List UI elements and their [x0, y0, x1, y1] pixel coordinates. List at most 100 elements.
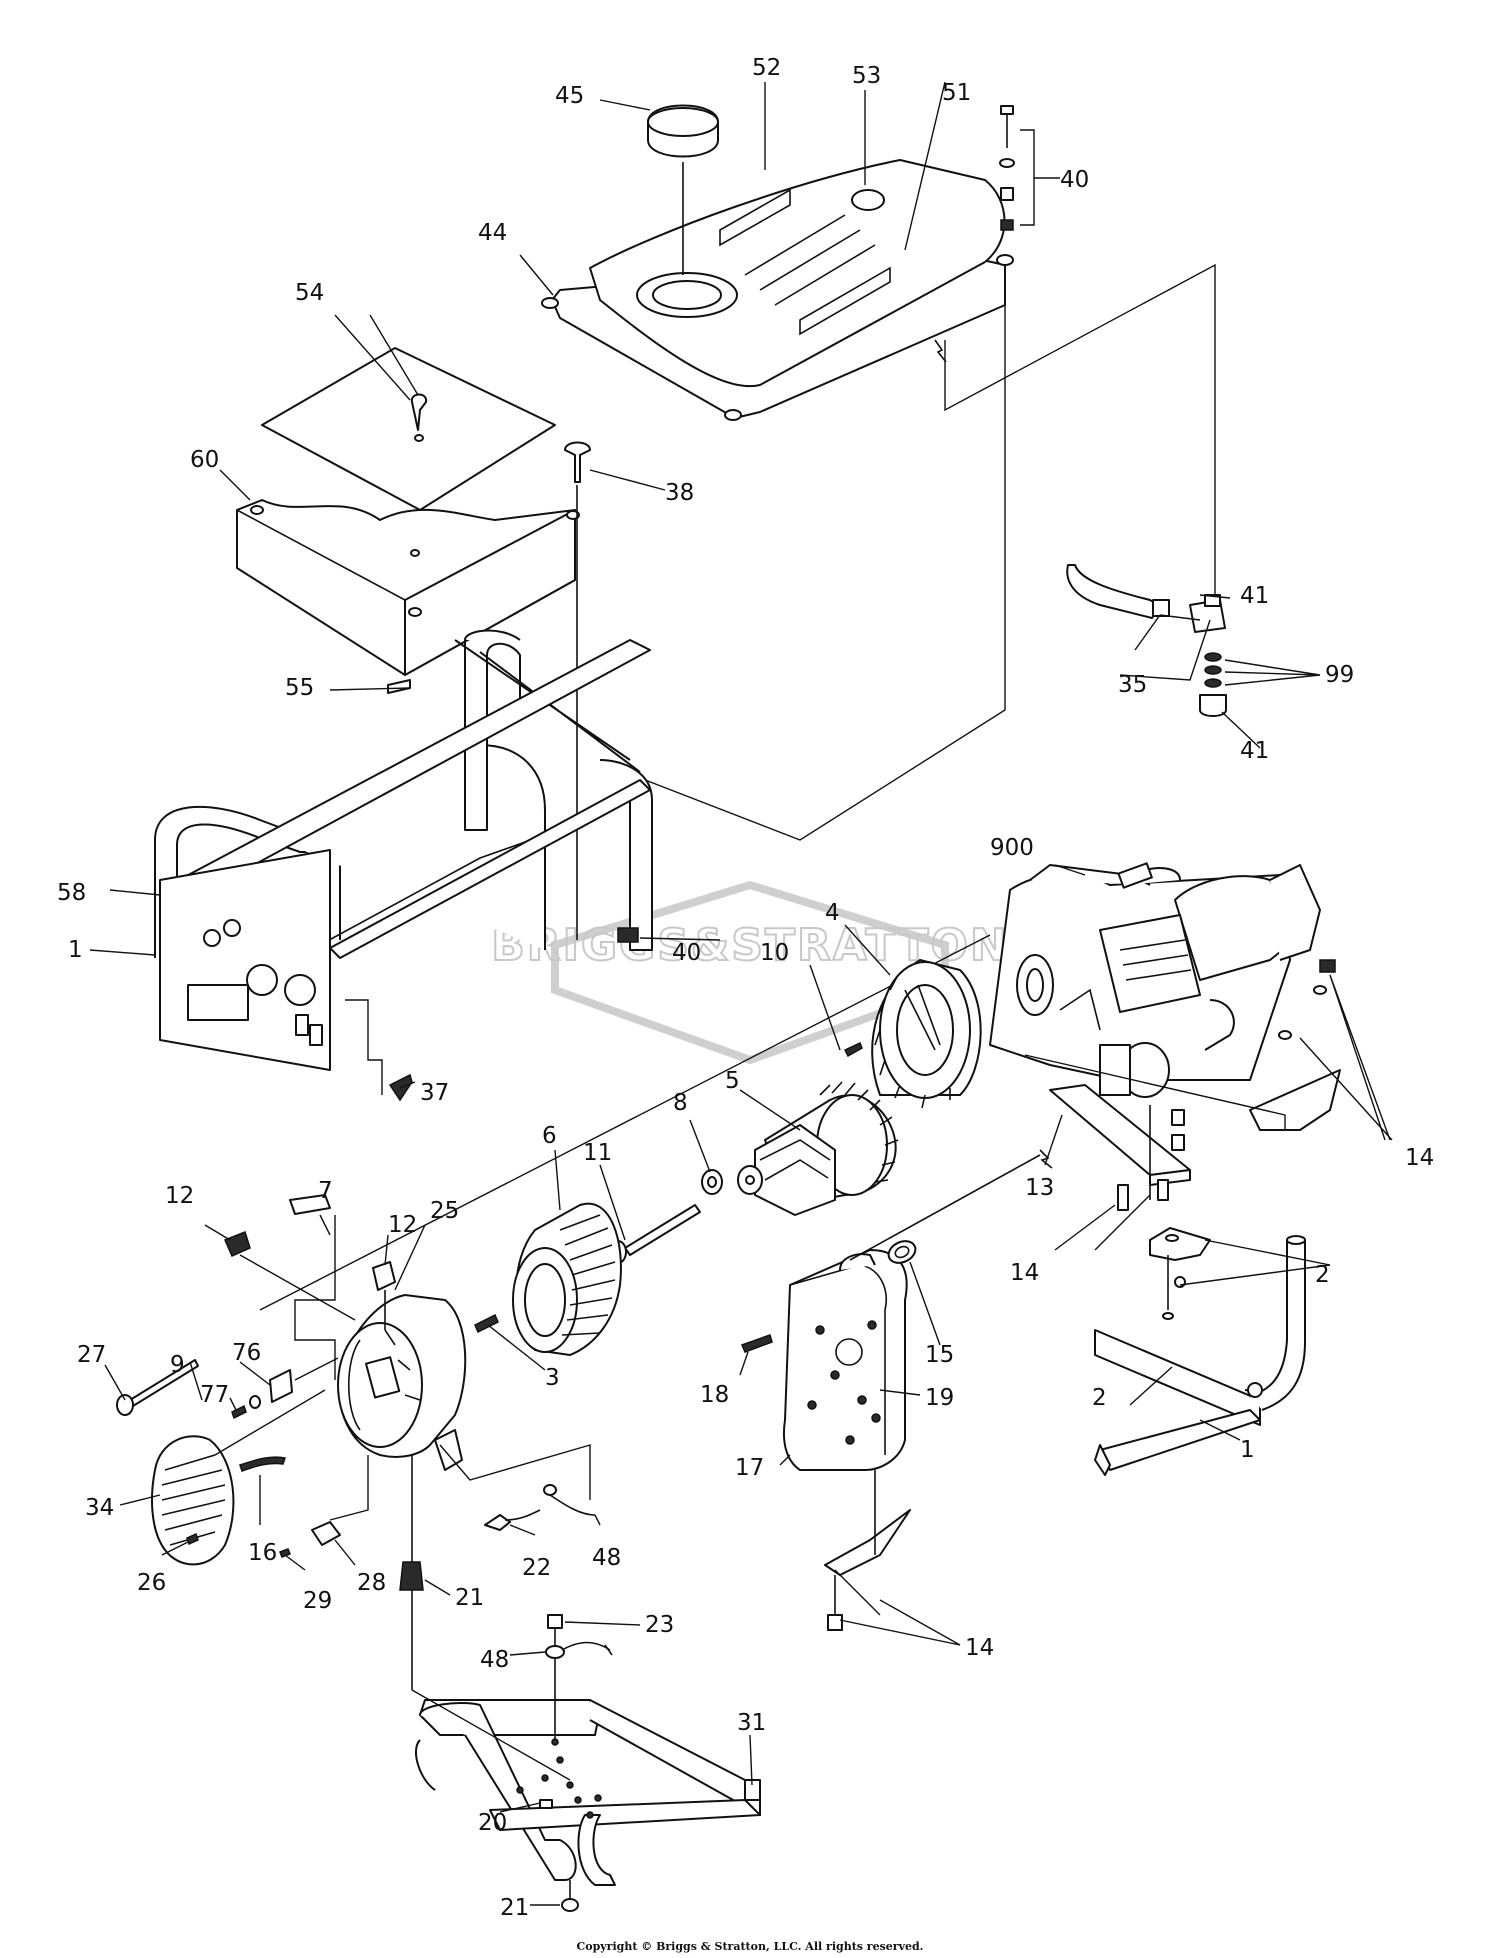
callout-29: 29 [303, 1588, 332, 1614]
callout-48-lower: 48 [480, 1647, 509, 1673]
exhaust-gasket [887, 1240, 917, 1264]
stator-stud [474, 1313, 499, 1334]
muffler-screw [740, 1334, 773, 1353]
wire-clip-top [372, 1261, 396, 1330]
callout-55: 55 [285, 675, 314, 701]
bracket-screw [279, 1548, 291, 1558]
callout-40-top: 40 [1060, 167, 1089, 193]
callout-19: 19 [925, 1385, 954, 1411]
callout-31: 31 [737, 1710, 766, 1736]
callout-41-lower: 41 [1240, 738, 1269, 764]
callout-22: 22 [522, 1555, 551, 1581]
callout-38: 38 [665, 480, 694, 506]
callout-41-upper: 41 [1240, 583, 1269, 609]
callout-77: 77 [200, 1382, 229, 1408]
bracket-28 [311, 1455, 369, 1546]
engine-mount-bolts [1117, 1109, 1185, 1211]
ground-wire [439, 1444, 596, 1531]
rubber-mount-upper [399, 1455, 424, 1690]
fuel-cap [647, 104, 719, 275]
callout-51: 51 [942, 80, 971, 106]
callout-numbers: 45 52 53 51 40 44 54 60 38 41 35 99 41 5… [57, 55, 1434, 1921]
callout-45: 45 [555, 83, 584, 109]
callout-13: 13 [1025, 1175, 1054, 1201]
muffler-bracket [824, 1470, 911, 1631]
callout-6: 6 [542, 1123, 557, 1149]
callout-900: 900 [990, 835, 1034, 861]
callout-1-left: 1 [68, 937, 83, 963]
callout-17: 17 [735, 1455, 764, 1481]
copyright-notice: Copyright © Briggs & Stratton, LLC. All … [576, 1940, 924, 1953]
ground-wire-lower [545, 1641, 613, 1659]
wire-harness [239, 1456, 286, 1472]
callout-10: 10 [760, 940, 789, 966]
callout-2-upper: 2 [1315, 1262, 1330, 1288]
callout-23: 23 [645, 1612, 674, 1638]
end-cover [151, 1435, 235, 1566]
callout-99: 99 [1325, 662, 1354, 688]
callout-54: 54 [295, 280, 324, 306]
callout-76: 76 [232, 1340, 261, 1366]
callout-1-right: 1 [1240, 1437, 1255, 1463]
through-bolt [116, 1359, 199, 1416]
rotor [737, 1081, 899, 1216]
callout-34: 34 [85, 1495, 114, 1521]
callout-12-left: 12 [165, 1183, 194, 1209]
muffler [782, 1249, 908, 1471]
callout-20: 20 [478, 1810, 507, 1836]
callout-14-lower: 14 [965, 1635, 994, 1661]
frame-nut [617, 927, 639, 943]
callout-16: 16 [248, 1540, 277, 1566]
callout-48-mid: 48 [592, 1545, 621, 1571]
callout-11: 11 [583, 1140, 612, 1166]
fuel-tank [541, 159, 1014, 421]
fan-screw [843, 1041, 863, 1058]
callout-14-right: 14 [1405, 1145, 1434, 1171]
callout-4: 4 [825, 900, 840, 926]
generator-frame [154, 629, 653, 1095]
callout-21-upper: 21 [455, 1585, 484, 1611]
cover-screw-small [186, 1532, 199, 1546]
callout-40-frame: 40 [672, 940, 701, 966]
callout-26: 26 [137, 1570, 166, 1596]
fuel-valve [1066, 564, 1227, 717]
engine [989, 862, 1321, 1098]
rear-bearing-carrier [337, 1294, 467, 1471]
callout-53: 53 [852, 63, 881, 89]
cover-screw [564, 441, 591, 940]
engine-bracket-right [1249, 959, 1341, 1131]
frame-rail-right [1094, 1235, 1306, 1476]
washer [701, 1169, 723, 1195]
control-panel-cover [236, 347, 580, 676]
wheel-handle-base [411, 1689, 761, 1886]
receptacle-cover [289, 1194, 336, 1380]
callout-8: 8 [673, 1090, 688, 1116]
callout-35: 35 [1118, 672, 1147, 698]
callout-5: 5 [725, 1068, 740, 1094]
leader-lines [89, 81, 1393, 1906]
callout-14-mid: 14 [1010, 1260, 1039, 1286]
callout-7: 7 [318, 1178, 333, 1204]
callout-21-lower: 21 [500, 1895, 529, 1921]
callout-58: 58 [57, 880, 86, 906]
callout-18: 18 [700, 1382, 729, 1408]
callout-60: 60 [190, 447, 219, 473]
callout-15: 15 [925, 1342, 954, 1368]
stator [512, 1202, 622, 1356]
callout-28: 28 [357, 1570, 386, 1596]
callout-25: 25 [430, 1198, 459, 1224]
brush-bracket [231, 1357, 339, 1420]
cooling-fan [871, 959, 982, 1109]
vibration-mount [1149, 1227, 1211, 1372]
callout-44: 44 [478, 220, 507, 246]
callout-9: 9 [170, 1352, 185, 1378]
callout-37: 37 [420, 1080, 449, 1106]
callout-52: 52 [752, 55, 781, 81]
callout-2-lower: 2 [1092, 1385, 1107, 1411]
rubber-mount-lower [561, 1880, 579, 1912]
callout-3: 3 [545, 1365, 560, 1391]
callout-27: 27 [77, 1342, 106, 1368]
wire-clip-left [224, 1231, 356, 1321]
callout-12-top: 12 [388, 1212, 417, 1238]
